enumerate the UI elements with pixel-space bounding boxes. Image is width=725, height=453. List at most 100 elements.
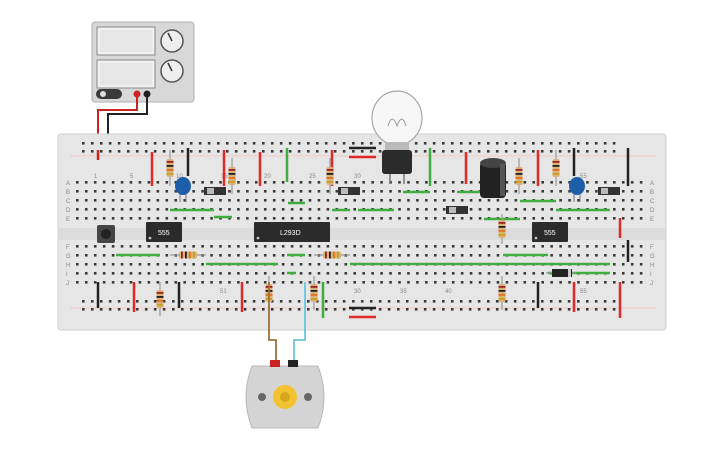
breadboard-hole[interactable] — [219, 281, 222, 284]
breadboard-hole[interactable] — [111, 199, 115, 202]
breadboard-hole[interactable] — [550, 217, 553, 220]
breadboard-hole[interactable] — [621, 281, 625, 284]
breadboard-hole[interactable] — [460, 254, 464, 257]
breadboard-hole[interactable] — [210, 272, 213, 275]
breadboard-hole[interactable] — [76, 254, 79, 257]
breadboard-hole[interactable] — [567, 300, 571, 303]
breadboard-hole[interactable] — [477, 142, 481, 145]
breadboard-hole[interactable] — [469, 217, 473, 220]
breadboard-hole[interactable] — [255, 208, 258, 211]
breadboard-hole[interactable] — [559, 190, 562, 193]
breadboard-hole[interactable] — [414, 142, 418, 145]
diode[interactable] — [546, 269, 576, 277]
breadboard-hole[interactable] — [201, 263, 204, 266]
breadboard-hole[interactable] — [270, 300, 274, 303]
breadboard-hole[interactable] — [541, 245, 544, 248]
breadboard-hole[interactable] — [111, 254, 115, 257]
breadboard-hole[interactable] — [577, 300, 580, 303]
breadboard-hole[interactable] — [496, 208, 500, 211]
breadboard-hole[interactable] — [315, 142, 319, 145]
breadboard-hole[interactable] — [317, 190, 321, 193]
breadboard-hole[interactable] — [362, 245, 365, 248]
breadboard-hole[interactable] — [102, 281, 106, 284]
breadboard-hole[interactable] — [147, 181, 151, 184]
breadboard-hole[interactable] — [425, 272, 428, 275]
power-lead-red[interactable] — [97, 94, 138, 152]
breadboard-hole[interactable] — [335, 245, 339, 248]
breadboard-hole[interactable] — [153, 150, 157, 153]
breadboard-hole[interactable] — [595, 217, 598, 220]
breadboard-hole[interactable] — [326, 208, 330, 211]
breadboard-hole[interactable] — [138, 263, 142, 266]
breadboard-hole[interactable] — [407, 272, 410, 275]
breadboard-hole[interactable] — [162, 142, 166, 145]
breadboard-hole[interactable] — [416, 199, 419, 202]
breadboard-hole[interactable] — [568, 217, 571, 220]
breadboard-hole[interactable] — [237, 190, 240, 193]
breadboard-hole[interactable] — [82, 308, 85, 311]
breadboard-hole[interactable] — [156, 245, 160, 248]
breadboard-hole[interactable] — [76, 272, 79, 275]
breadboard-hole[interactable] — [174, 190, 178, 193]
breadboard-hole[interactable] — [450, 308, 454, 311]
breadboard-hole[interactable] — [362, 181, 365, 184]
breadboard-hole[interactable] — [290, 263, 294, 266]
motor-lead-brown[interactable] — [268, 282, 277, 366]
breadboard-hole[interactable] — [460, 217, 464, 220]
breadboard-hole[interactable] — [129, 281, 133, 284]
breadboard-hole[interactable] — [102, 254, 106, 257]
breadboard-hole[interactable] — [559, 181, 562, 184]
breadboard-hole[interactable] — [559, 245, 562, 248]
breadboard-hole[interactable] — [532, 281, 536, 284]
breadboard-hole[interactable] — [308, 208, 312, 211]
breadboard-hole[interactable] — [504, 300, 508, 303]
breadboard-hole[interactable] — [478, 254, 482, 257]
breadboard-hole[interactable] — [210, 245, 213, 248]
breadboard-hole[interactable] — [639, 181, 643, 184]
breadboard-hole[interactable] — [317, 263, 321, 266]
breadboard-hole[interactable] — [76, 263, 79, 266]
breadboard-hole[interactable] — [263, 254, 267, 257]
breadboard-hole[interactable] — [243, 142, 247, 145]
breadboard-hole[interactable] — [147, 190, 151, 193]
breadboard-hole[interactable] — [237, 272, 240, 275]
breadboard-hole[interactable] — [523, 272, 527, 275]
breadboard-hole[interactable] — [174, 281, 178, 284]
breadboard-hole[interactable] — [228, 272, 231, 275]
breadboard-hole[interactable] — [288, 300, 292, 303]
breadboard-hole[interactable] — [469, 245, 473, 248]
breadboard-hole[interactable] — [210, 281, 213, 284]
ceramic-capacitor[interactable] — [175, 177, 191, 202]
breadboard-hole[interactable] — [279, 300, 283, 303]
breadboard-hole[interactable] — [147, 208, 151, 211]
breadboard-hole[interactable] — [371, 281, 374, 284]
breadboard-hole[interactable] — [263, 272, 267, 275]
breadboard-hole[interactable] — [120, 245, 124, 248]
push-button[interactable] — [97, 225, 115, 243]
breadboard-hole[interactable] — [621, 199, 625, 202]
breadboard-hole[interactable] — [255, 245, 258, 248]
breadboard-hole[interactable] — [246, 281, 249, 284]
breadboard-hole[interactable] — [630, 181, 634, 184]
breadboard-hole[interactable] — [333, 308, 337, 311]
breadboard-hole[interactable] — [496, 245, 500, 248]
breadboard-hole[interactable] — [380, 217, 383, 220]
breadboard-hole[interactable] — [577, 254, 580, 257]
breadboard-hole[interactable] — [550, 245, 553, 248]
breadboard-hole[interactable] — [263, 245, 267, 248]
breadboard-hole[interactable] — [459, 150, 463, 153]
breadboard-hole[interactable] — [192, 263, 195, 266]
breadboard-hole[interactable] — [442, 308, 445, 311]
breadboard-hole[interactable] — [174, 272, 178, 275]
light-bulb[interactable] — [371, 90, 423, 184]
breadboard-hole[interactable] — [111, 190, 115, 193]
breadboard-hole[interactable] — [262, 142, 265, 145]
breadboard-hole[interactable] — [117, 150, 121, 153]
breadboard-hole[interactable] — [76, 190, 79, 193]
breadboard-hole[interactable] — [99, 308, 103, 311]
breadboard-hole[interactable] — [380, 190, 383, 193]
breadboard-hole[interactable] — [513, 142, 517, 145]
breadboard-hole[interactable] — [586, 217, 589, 220]
breadboard-hole[interactable] — [129, 245, 133, 248]
breadboard-hole[interactable] — [585, 142, 589, 145]
